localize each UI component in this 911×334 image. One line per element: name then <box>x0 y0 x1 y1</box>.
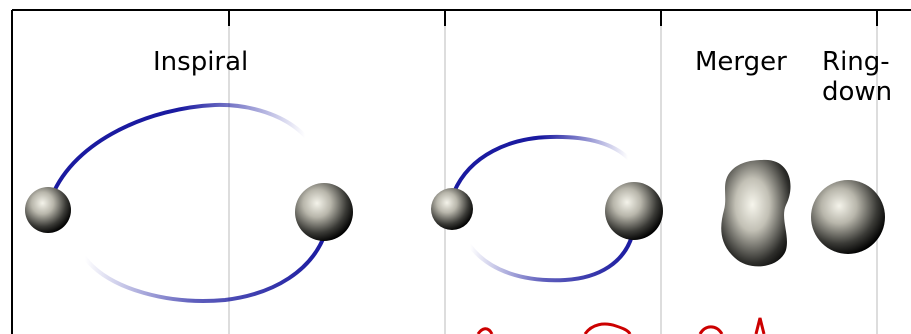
inspiral-orbit-tight <box>431 134 663 283</box>
merged-remnant-icon <box>721 159 791 267</box>
waveform-stroke-3 <box>698 325 724 334</box>
waveform-stroke-1 <box>476 327 494 334</box>
black-hole-large-icon-2 <box>605 182 663 240</box>
black-hole-large-icon <box>295 183 353 241</box>
inspiral-orbit-wide <box>25 102 353 303</box>
waveform-stroke-2 <box>583 322 632 334</box>
black-hole-small-icon-2 <box>431 188 473 230</box>
orbit-arc-upper-tight <box>452 134 630 194</box>
orbit-arc-lower-tight <box>468 234 634 283</box>
final-black-hole-icon <box>811 180 885 254</box>
frame <box>11 9 911 334</box>
orbit-arc-upper <box>50 102 307 198</box>
guide-lines <box>228 10 878 334</box>
ringdown-label-line2: down <box>822 77 892 107</box>
orbit-arc-lower <box>83 232 327 303</box>
black-hole-small-icon <box>25 187 71 233</box>
waveform-stroke-4 <box>754 317 766 334</box>
inspiral-label: Inspiral <box>153 47 248 77</box>
merger-label: Merger <box>695 47 787 77</box>
ringdown-label-line1: Ring- <box>822 47 890 77</box>
waveform-hint <box>476 317 766 334</box>
